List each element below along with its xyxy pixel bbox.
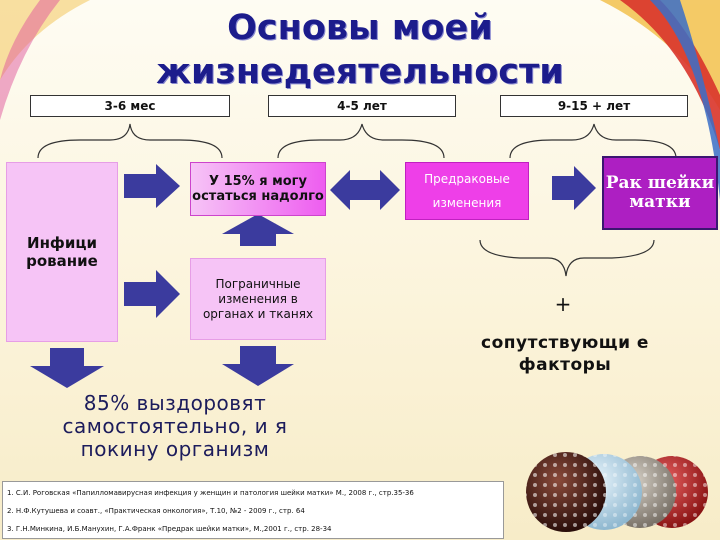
brace-1 [37, 123, 223, 159]
border-changes-box: Пограничные изменения в органах и тканях [190, 258, 326, 340]
reference-2: 2. Н.Ф.Кутушева и соавт., «Практическая … [7, 507, 305, 515]
brace-2 [277, 123, 445, 159]
infection-box: Инфици рование [6, 162, 118, 342]
timeline-label-2: 4-5 лет [268, 95, 456, 117]
reference-1: 1. С.И. Роговская «Папилломавирусная инф… [7, 489, 414, 497]
page-title: Основы моей жизнедеятельности [156, 8, 564, 92]
arrow-double [330, 170, 400, 210]
brace-3 [509, 123, 677, 159]
brace-4 [479, 239, 655, 277]
recover-text: 85% выздоровят самостоятельно, и я покин… [62, 391, 288, 461]
timeline-label-1: 3-6 мес [30, 95, 230, 117]
precancer-box: Предраковые изменения [405, 162, 529, 220]
virus-ball-1 [526, 452, 606, 532]
arrow-right-3 [552, 166, 596, 210]
reference-3: 3. Г.Н.Минкина, И.Б.Манухин, Г.А.Франк «… [7, 525, 332, 533]
arrow-down-1 [30, 348, 104, 388]
plus-sign: + [554, 292, 572, 316]
arrow-right-1 [124, 164, 180, 208]
accompanying-factors: сопутствующи е факторы [481, 333, 649, 375]
timeline-label-3: 9-15 + лет [500, 95, 688, 117]
stay-long-box: У 15% я могу остаться надолго [190, 162, 326, 216]
arrow-down-2 [222, 346, 294, 386]
cancer-box: Рак шейки матки [602, 156, 718, 230]
references-box: 1. С.И. Роговская «Папилломавирусная инф… [2, 481, 504, 539]
arrow-right-2 [124, 270, 180, 318]
